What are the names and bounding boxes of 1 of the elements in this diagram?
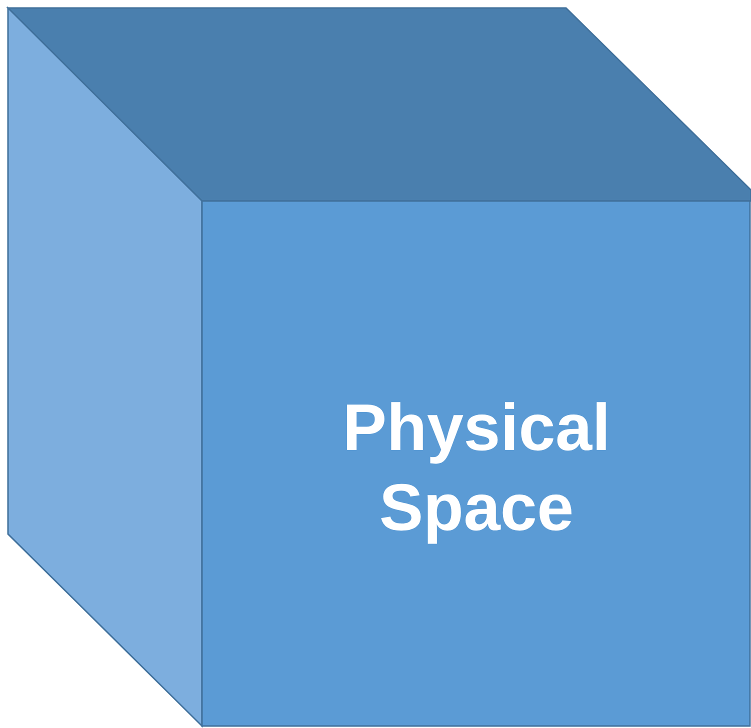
cube-label: Physical Space — [342, 389, 612, 546]
